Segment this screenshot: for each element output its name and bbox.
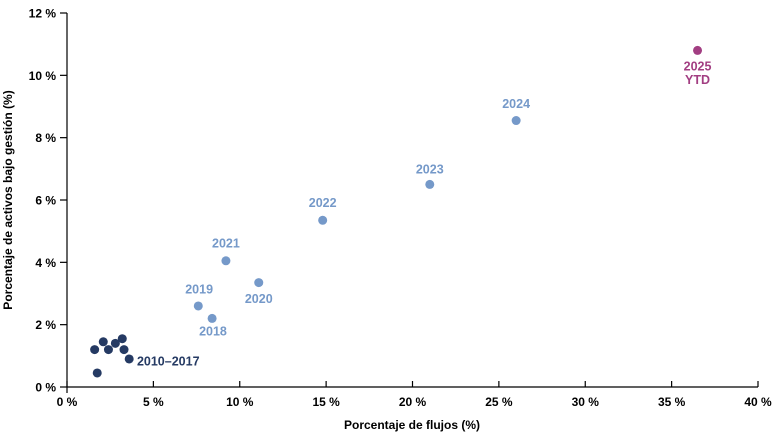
data-point-2022: [318, 215, 328, 225]
x-tick-label: 0 %: [57, 395, 78, 409]
x-tick-label: 40 %: [744, 395, 772, 409]
y-tick-label: 8 %: [35, 131, 56, 145]
data-point-2010–2017: [119, 345, 129, 355]
point-label-2025-YTD: 2025: [684, 59, 712, 73]
y-axis-title: Porcentaje de activos bajo gestión (%): [1, 90, 15, 309]
x-tick-label: 15 %: [312, 395, 340, 409]
data-point-2010–2017: [117, 334, 127, 344]
data-point-2010–2017: [98, 337, 108, 347]
data-point-2019: [193, 301, 203, 311]
data-point-2010–2017: [124, 354, 134, 364]
data-point-2025-YTD: [693, 45, 703, 55]
y-tick-label: 0 %: [35, 381, 56, 395]
x-tick-label: 5 %: [143, 395, 164, 409]
point-labels: 2010–2017 2018 2019 2020 2021 2022 2023 2024 202…: [137, 59, 712, 368]
y-tick-label: 6 %: [35, 194, 56, 208]
y-tick-label: 4 %: [35, 256, 56, 270]
point-label-2018: 2018: [199, 325, 227, 339]
x-tick-label: 30 %: [572, 395, 600, 409]
y-tick-label: 2 %: [35, 318, 56, 332]
data-point-2018: [207, 313, 217, 323]
point-label-2024: 2024: [502, 97, 530, 111]
axes: 0 % 2 % 4 % 6 % 8 % 10 % 12 % 0 % 5 % 10 % 15 % 20 …: [29, 7, 772, 410]
point-label-2025-YTD: YTD: [685, 73, 710, 87]
data-point-2021: [221, 256, 231, 266]
data-point-2010–2017: [103, 345, 113, 355]
point-label-2010–2017: 2010–2017: [137, 354, 200, 368]
data-point-2024: [511, 116, 521, 126]
data-point-2010–2017: [90, 345, 100, 355]
data-point-2020: [254, 278, 264, 288]
data-points: [90, 45, 703, 378]
x-axis-title: Porcentaje de flujos (%): [344, 418, 480, 432]
point-label-2021: 2021: [212, 237, 240, 251]
y-tick-label: 10 %: [29, 69, 57, 83]
point-label-2023: 2023: [416, 162, 444, 176]
data-point-2023: [425, 179, 435, 189]
data-point-2010–2017: [110, 338, 120, 348]
x-tick-label: 35 %: [658, 395, 686, 409]
point-label-2022: 2022: [309, 196, 337, 210]
x-tick-label: 20 %: [399, 395, 427, 409]
point-label-2020: 2020: [245, 292, 273, 306]
data-point-2010–2017: [92, 368, 102, 378]
x-tick-label: 25 %: [485, 395, 513, 409]
y-tick-label: 12 %: [29, 7, 57, 21]
point-label-2019: 2019: [185, 282, 213, 296]
x-tick-label: 10 %: [226, 395, 254, 409]
